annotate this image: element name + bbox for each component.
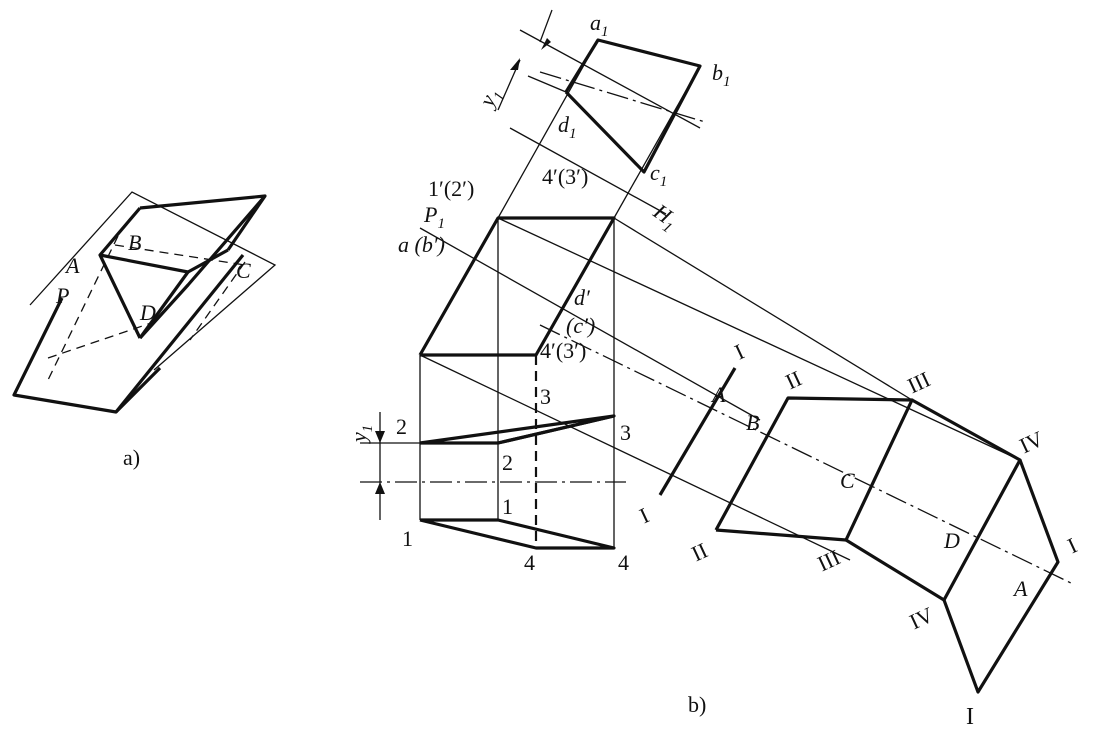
label-dev-B: B [746,410,759,435]
label-1-left: 1 [402,526,413,551]
caption-b: b) [688,692,706,717]
figure-a-pictorial: A B C D P a) [12,191,277,470]
label-dev-III-top: III [903,366,933,398]
label-dev-I-final: I [966,704,974,730]
prism-edge-a1 [226,195,267,251]
label-dev-I-right: I [1063,533,1080,559]
label-3-right: 3 [620,420,631,445]
arrow-top [541,38,551,50]
prism-front-a [99,248,229,274]
label-dev-II-top: II [781,365,805,394]
proj-P1 [419,227,761,421]
dev-centerline [539,324,1076,586]
label-a-C: C [236,258,251,283]
label-12-prime: 1′(2′) [428,176,474,201]
label-dev-A-right: A [1012,576,1028,601]
label-P1: P1 [423,202,445,232]
aux-reference-H1 [509,127,667,215]
label-a1: a1 [590,10,609,40]
top-view-14 [497,519,615,549]
prism-edge-a2 [138,271,190,339]
label-43-prime-mid: 4′(3′) [540,338,586,363]
arrow-bottom [510,58,520,70]
label-1-mid: 1 [502,494,513,519]
label-d1: d1 [558,112,577,142]
label-d-prime: d′ [574,285,591,310]
label-dev-III-bottom: III [813,544,843,576]
label-dev-C: C [840,468,855,493]
dev-IV-I [942,459,1060,694]
hidden-bc-a [114,244,246,266]
hidden-bottom-a [47,319,161,359]
label-dev-A: A [710,382,726,407]
label-dev-I-bottom: I [635,503,652,529]
caption-a: a) [123,445,140,470]
label-a-D: D [139,300,156,325]
prism-outline-a [138,194,267,340]
label-H1: H1 [645,198,682,237]
proj-lower [419,354,851,561]
label-43-prime-top: 4′(3′) [542,164,588,189]
label-dev-I-top: I [731,339,748,365]
label-a-A: A [64,253,80,278]
aux-reference-1 [519,29,701,129]
label-dev-II-bottom: II [687,537,711,566]
prism-lower-a [12,297,162,414]
label-c1: c1 [650,160,667,190]
proj-to-dev-top [497,217,1021,461]
prism-left-a [98,206,142,339]
label-2-left: 2 [396,414,407,439]
label-a-P: P [55,283,69,308]
top-view-23 [497,414,615,445]
aux-view-outline [564,38,702,174]
label-dev-IV-top: IV [1015,426,1047,459]
hidden-right-a [189,261,246,341]
label-3-mid: 3 [540,384,551,409]
label-2-mid: 2 [502,450,513,475]
prism-lower-edge-a [114,253,245,414]
label-b1: b1 [712,60,731,90]
y1-dim-top [539,9,553,43]
label-y1-top: y1 [346,425,376,444]
hidden-left-a [47,235,119,381]
label-dev-D: D [943,528,960,553]
front-inner-edge [535,217,615,356]
label-a-B: B [128,230,141,255]
plane-p-outline [29,191,277,371]
figure-b-projection: a1 b1 c1 d1 H1 y1 1′(2′) 4′(3′) P1 a (b′… [346,9,1081,730]
dev-III-IV [845,398,1022,602]
proj-to-dev-2 [613,217,913,401]
label-c-prime: (c′) [566,313,595,338]
label-y1-aux: y1 [473,84,508,114]
dev-strip-I-II [658,367,737,496]
label-4-right: 4 [618,550,629,575]
aux-centerline [539,71,706,123]
arrow-y1-top [375,431,385,443]
label-dev-IV-bottom: IV [905,602,937,635]
aux-dim-line [527,75,567,93]
label-4-mid: 4 [524,550,535,575]
label-ab-prime: a (b′) [398,232,445,257]
arrow-y1-bottom [375,482,385,494]
